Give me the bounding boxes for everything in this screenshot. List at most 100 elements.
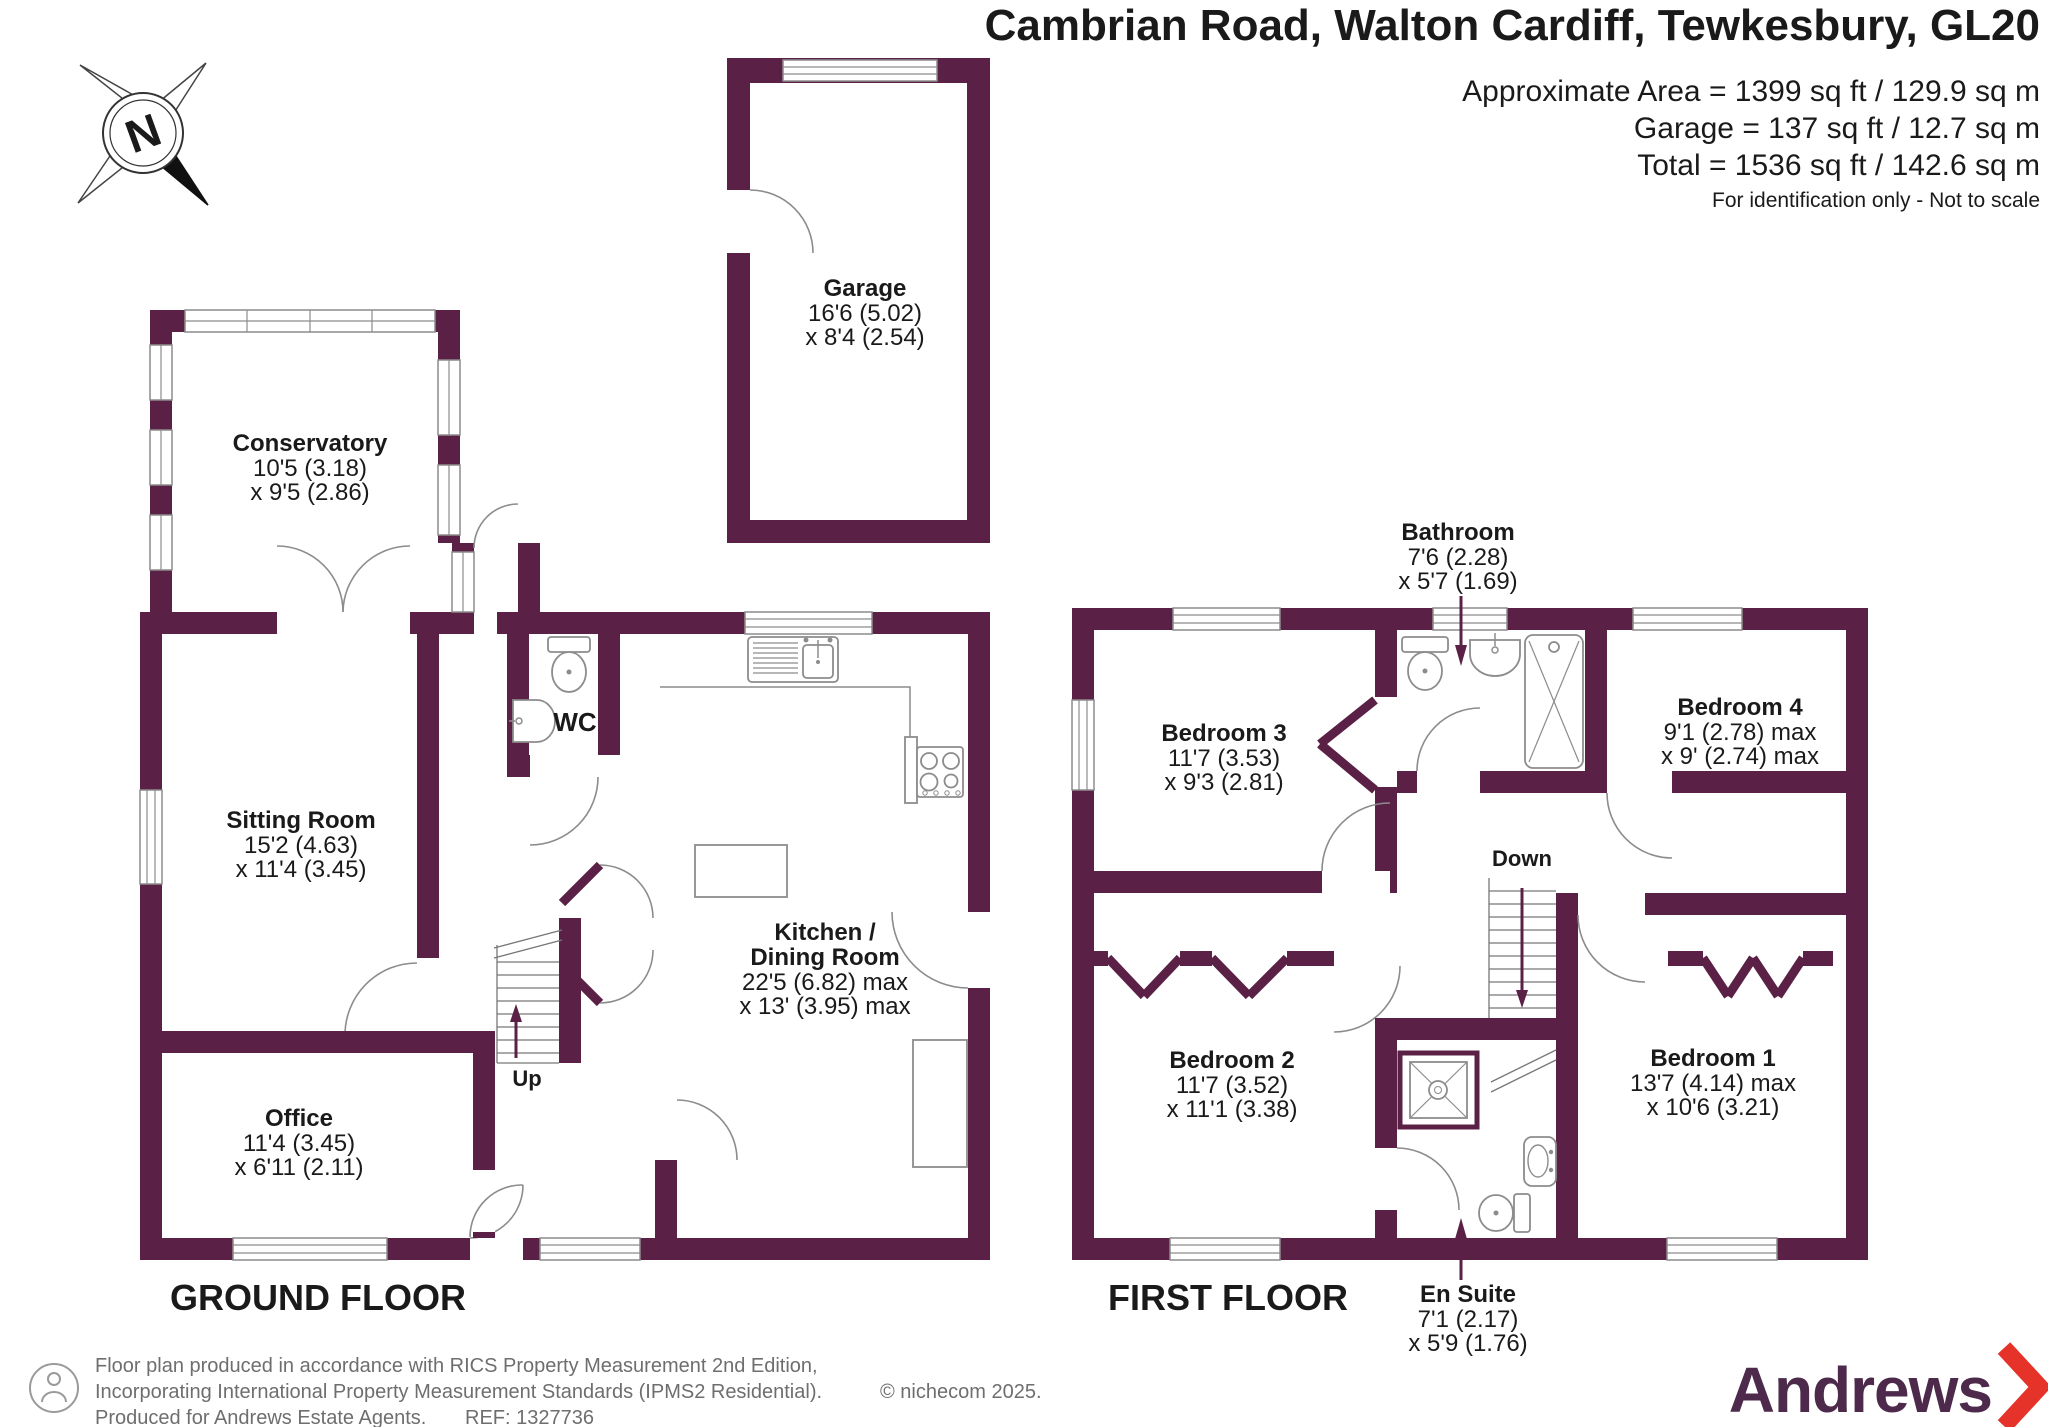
compass-inner-circle [109,99,177,167]
door-arc [529,776,599,846]
wall-segment [1180,951,1212,966]
conservatory: Conservatory 10'5 (3.18) x 9'5 (2.86) [149,309,461,612]
room-dim: x 5'9 (1.76) [1408,1330,1527,1357]
room-label-wc: WC [553,707,597,737]
window [539,1237,641,1261]
person-icon [29,1363,79,1413]
wall-segment [518,543,540,634]
door-opening [470,1238,523,1260]
wall-segment [967,58,990,543]
room-dim: 11'7 (3.53) [1168,745,1280,772]
stair-break-line [493,929,563,949]
basin-tap [1491,646,1499,654]
room-label-kitchen: Kitchen / [774,919,876,946]
room-dim: x 5'7 (1.69) [1398,568,1517,595]
toilet-drain [1422,668,1428,674]
room-dim: x 6'11 (2.11) [234,1154,363,1181]
approximate-area-text: Approximate Area = 1399 sq ft / 129.9 sq… [1462,75,2040,108]
door-opening [277,612,410,634]
room-dim: x 10'6 (3.21) [1647,1094,1780,1121]
wardrobe-door [1749,955,1782,999]
ensuite-walls [1375,893,1578,1238]
total-area-text: Total = 1536 sq ft / 142.6 sq m [1637,149,2040,182]
bedroom2-wardrobes [1094,951,1401,1033]
room-label-ensuite: En Suite [1420,1281,1516,1308]
door-opening [968,912,990,988]
room-dim: 7'6 (2.28) [1408,544,1509,571]
footer: Floor plan produced in accordance with R… [29,1342,2048,1427]
ensuite-toilet [1478,1193,1531,1233]
person-icon-head [47,1372,61,1386]
toilet-drain [566,669,572,675]
room-label-conservatory: Conservatory [233,430,388,457]
wall-segment [727,520,990,543]
bathroom-fixtures [1401,633,1584,769]
wardrobe-door [1774,955,1807,999]
wardrobe-door [1317,696,1378,748]
toilet [547,636,591,693]
angled-jamb [558,861,604,907]
door-arc [676,1099,738,1161]
wc-room: WC [507,634,620,846]
door-opening [1322,871,1390,893]
wall-segment [1094,951,1108,966]
wall-segment [1375,1018,1560,1040]
wall-segment [1803,951,1833,966]
footer-ref: REF: 1327736 [465,1407,594,1427]
wardrobe-door [1104,954,1148,1000]
up-arrow-head [510,1004,522,1022]
garage-area-text: Garage = 137 sq ft / 12.7 sq m [1634,112,2040,145]
garage: Garage 16'6 (5.02) x 8'4 (2.54) [727,58,990,543]
wall-segment [1846,608,1868,1260]
room-label-sitting: Sitting Room [226,807,375,834]
ensuite-callout: En Suite 7'1 (2.17) x 5'9 (1.76) [1408,1218,1528,1357]
stairs-down: Down [1488,846,1557,1093]
room-dim: 7'1 (2.17) [1418,1306,1519,1333]
window [744,611,873,635]
wall-segment [1375,1210,1397,1238]
room-dim: 13'7 (4.14) max [1630,1070,1796,1097]
room-dim: 22'5 (6.82) max [742,969,908,996]
kitchen-fixtures [660,636,968,1168]
door-arc [1606,792,1673,859]
page-title: Cambrian Road, Walton Cardiff, Tewkesbur… [985,1,2040,50]
stairs-up: Up [493,918,581,1091]
window [1071,699,1095,791]
room-label-garage: Garage [824,275,907,302]
front-door-arc [473,503,519,549]
ground-outer-walls [139,611,990,1261]
wardrobe-opening [1375,697,1397,787]
basin [509,699,556,743]
window [232,1237,388,1261]
first-floor-plan: Down Bedro [1071,519,1868,1357]
room-dim: 16'6 (5.02) [808,300,922,327]
compass-circle [102,92,184,174]
bathroom-bedroom4-walls [1397,630,1868,859]
wardrobe-door [1245,954,1291,1000]
wall-segment [559,918,581,1063]
door-arc [599,864,654,919]
wall-segment [1072,871,1397,893]
room-dim: 15'2 (4.63) [244,832,358,859]
wall-segment [1556,893,1578,1238]
door-arc [1396,1147,1460,1211]
person-icon-body [41,1391,67,1403]
room-label-bedroom1: Bedroom 1 [1650,1045,1775,1072]
window [139,789,163,885]
wall-segment [1668,951,1703,966]
counter-unit [904,736,918,804]
compass-rose-icon: N [77,62,209,206]
room-dim: 11'7 (3.52) [1176,1072,1288,1099]
wall-segment [655,1160,677,1238]
door-arc [344,962,418,1036]
furniture-unit [912,1039,968,1168]
sink-drain [816,660,820,664]
drainer-hatch [753,642,798,674]
room-dim: 10'5 (3.18) [253,455,367,482]
entrance-porch [451,503,540,634]
room-label-office: Office [265,1105,333,1132]
wardrobe-door [1317,740,1378,794]
stairs-down-label: Down [1492,846,1552,871]
wall-segment [727,253,750,543]
